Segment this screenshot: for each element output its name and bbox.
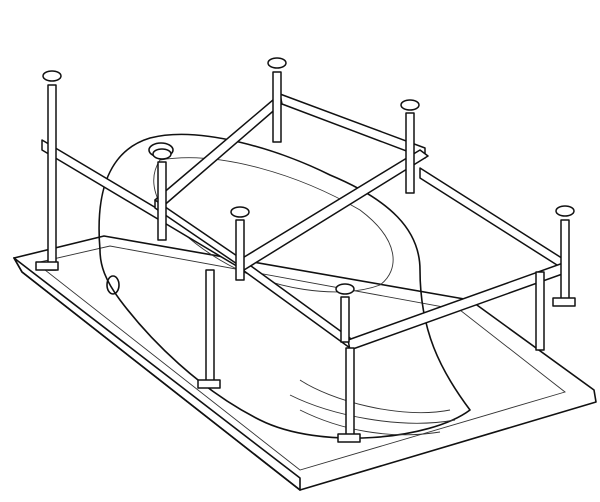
leg [535,271,545,351]
frame-bars [41,93,569,351]
leg [552,205,576,307]
leg [267,57,287,143]
leg-cap-icon [267,57,287,69]
leg [197,206,250,389]
front-diagonal-bar [347,261,569,351]
front-right-bar [239,257,351,349]
leg-cap-icon [400,99,420,111]
leg-cap-icon [152,148,172,160]
short-bar [154,199,241,267]
leg-cap-icon [555,205,575,217]
leg [152,148,172,241]
left-cross-bar [154,93,287,209]
middle-cross-bar [235,149,429,271]
leg [35,70,62,271]
leg-cap-icon [230,206,250,218]
legs [35,57,576,443]
tub-rim [13,235,597,491]
leg-cap-icon [335,283,355,295]
overflow-hole [106,275,120,295]
leg [335,283,361,443]
leg-cap-icon [42,70,62,82]
right-side-bar [419,167,569,273]
leg [400,99,420,194]
